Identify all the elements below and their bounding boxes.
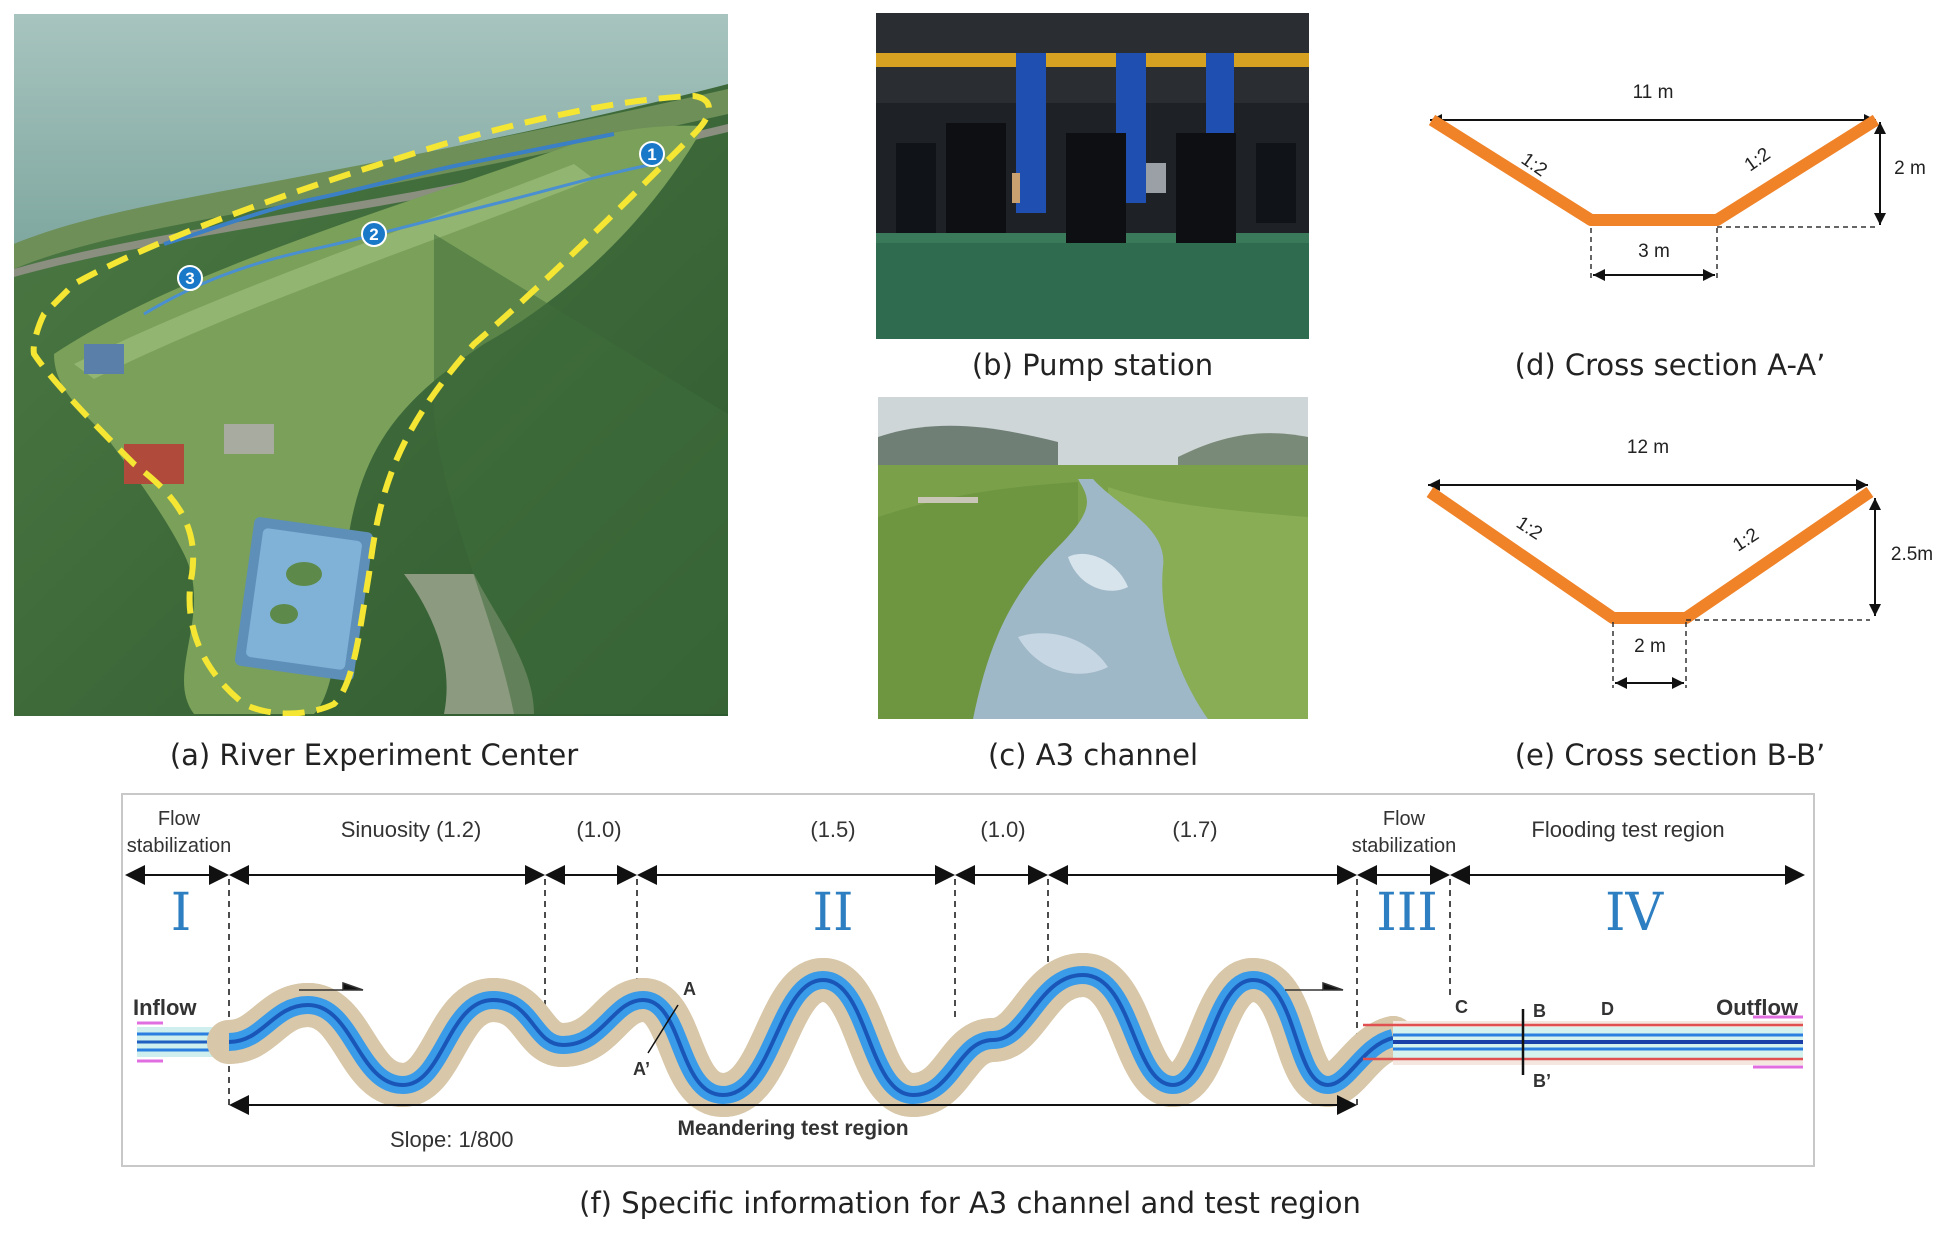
sinuosity-s4: (1.0) xyxy=(980,817,1025,842)
marker-3: 3 xyxy=(177,265,203,291)
cross-section-b: 12 m 1:2 1:2 2.5m 2 m xyxy=(1426,437,1933,689)
pump-station-photo xyxy=(876,13,1309,339)
caption-a: (a) River Experiment Center xyxy=(169,738,579,772)
sinuosity-s5: (1.7) xyxy=(1172,817,1217,842)
slope-label: Slope: 1/800 xyxy=(390,1127,514,1152)
point-B-prime: B’ xyxy=(1533,1071,1551,1091)
region-III: III xyxy=(1376,883,1438,943)
svg-text:2: 2 xyxy=(369,225,378,244)
outflow-label: Outflow xyxy=(1716,995,1799,1020)
svg-text:3: 3 xyxy=(185,269,194,288)
channel-schematic-panel: Flow stabilization Sinuosity (1.2) (1.0)… xyxy=(121,793,1815,1167)
caption-d: (d) Cross section A-A’ xyxy=(1514,348,1826,382)
a3-channel-photo xyxy=(878,397,1308,719)
depth-label: 2.5m xyxy=(1891,544,1933,565)
right-slope-label: 1:2 xyxy=(1741,144,1775,176)
bottom-width-label: 3 m xyxy=(1638,241,1670,262)
marker-1: 1 xyxy=(639,141,665,167)
flow-stab-2-line2: stabilization xyxy=(1352,835,1457,857)
point-A-prime: A’ xyxy=(633,1059,650,1079)
point-A: A xyxy=(683,979,696,999)
left-slope-label: 1:2 xyxy=(1512,513,1546,545)
caption-c: (c) A3 channel xyxy=(987,738,1199,772)
region-I: I xyxy=(171,883,192,943)
depth-label: 2 m xyxy=(1894,158,1926,179)
caption-b: (b) Pump station xyxy=(971,348,1214,382)
sinuosity-label: Sinuosity (1.2) xyxy=(341,817,482,842)
flow-stab-2-line1: Flow xyxy=(1383,808,1426,830)
top-width-label: 12 m xyxy=(1627,437,1669,458)
flooding-label: Flooding test region xyxy=(1531,817,1724,842)
point-C: C xyxy=(1455,997,1468,1017)
region-IV: IV xyxy=(1605,883,1665,943)
marker-2: 2 xyxy=(361,221,387,247)
flow-stab-1-line1: Flow xyxy=(158,808,201,830)
top-width-label: 11 m xyxy=(1633,82,1674,103)
sinuosity-s3: (1.5) xyxy=(810,817,855,842)
svg-text:1: 1 xyxy=(647,145,656,164)
sinuosity-s2: (1.0) xyxy=(576,817,621,842)
point-B: B xyxy=(1533,1001,1546,1021)
bottom-width-label: 2 m xyxy=(1634,636,1666,657)
meander-region-label: Meandering test region xyxy=(677,1117,908,1140)
right-slope-label: 1:2 xyxy=(1729,524,1763,556)
caption-f: (f) Specific information for A3 channel … xyxy=(579,1186,1361,1220)
aerial-photo: 1 2 3 xyxy=(14,14,728,716)
caption-e: (e) Cross section B-B’ xyxy=(1514,738,1826,772)
flow-stab-1-line2: stabilization xyxy=(127,835,232,857)
point-D: D xyxy=(1601,999,1614,1019)
region-II: II xyxy=(812,883,853,943)
cross-section-a: 11 m 1:2 1:2 2 m 3 m xyxy=(1428,82,1926,281)
inflow-label: Inflow xyxy=(133,995,197,1020)
